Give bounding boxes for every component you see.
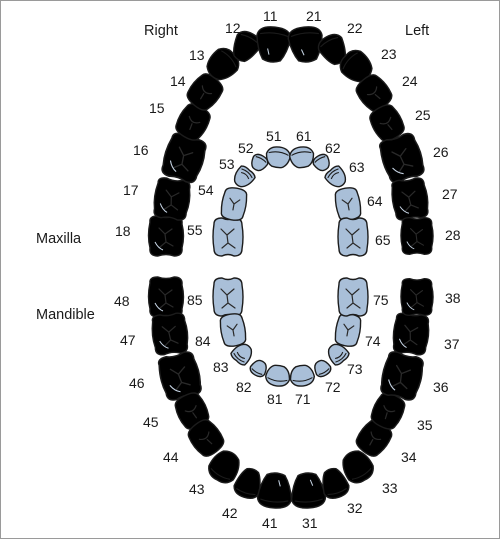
tooth-54[interactable] xyxy=(219,186,248,222)
label-21: 21 xyxy=(306,8,322,24)
label-34: 34 xyxy=(401,449,417,465)
tooth-27[interactable] xyxy=(390,177,430,221)
label-12: 12 xyxy=(225,20,241,36)
label-55: 55 xyxy=(187,222,203,238)
label-74: 74 xyxy=(365,333,381,349)
label-37: 37 xyxy=(444,336,460,352)
label-23: 23 xyxy=(381,46,397,62)
tooth-11[interactable] xyxy=(254,25,291,63)
label-14: 14 xyxy=(170,73,186,89)
maxilla-label: Maxilla xyxy=(36,231,82,247)
mandible-label: Mandible xyxy=(36,307,95,323)
tooth-31[interactable] xyxy=(290,472,326,509)
label-71: 71 xyxy=(295,391,311,407)
label-63: 63 xyxy=(349,159,365,175)
left-label: Left xyxy=(405,23,429,39)
label-73: 73 xyxy=(347,361,363,377)
tooth-65[interactable] xyxy=(338,218,368,256)
label-46: 46 xyxy=(129,375,145,391)
label-13: 13 xyxy=(189,47,205,63)
tooth-28[interactable] xyxy=(401,218,433,255)
label-42: 42 xyxy=(222,505,238,521)
label-16: 16 xyxy=(133,142,149,158)
label-85: 85 xyxy=(187,292,203,308)
tooth-61[interactable] xyxy=(289,145,316,169)
label-25: 25 xyxy=(415,107,431,123)
label-84: 84 xyxy=(195,333,211,349)
label-53: 53 xyxy=(219,156,235,172)
label-15: 15 xyxy=(149,100,165,116)
label-72: 72 xyxy=(325,379,341,395)
tooth-18[interactable] xyxy=(149,216,184,256)
label-62: 62 xyxy=(325,140,341,156)
label-65: 65 xyxy=(375,232,391,248)
label-27: 27 xyxy=(442,186,458,202)
tooth-16[interactable] xyxy=(159,131,209,185)
label-31: 31 xyxy=(302,515,318,531)
label-24: 24 xyxy=(402,73,418,89)
tooth-84[interactable] xyxy=(218,312,247,348)
label-26: 26 xyxy=(433,144,449,160)
tooth-85[interactable] xyxy=(213,278,243,316)
label-52: 52 xyxy=(238,140,254,156)
tooth-71[interactable] xyxy=(289,364,316,388)
label-48: 48 xyxy=(114,293,130,309)
tooth-64[interactable] xyxy=(333,186,362,222)
tooth-17[interactable] xyxy=(152,177,192,221)
tooth-48[interactable] xyxy=(149,277,184,317)
label-82: 82 xyxy=(236,379,252,395)
tooth-37[interactable] xyxy=(392,312,431,355)
label-43: 43 xyxy=(189,481,205,497)
label-41: 41 xyxy=(262,515,278,531)
tooth-74[interactable] xyxy=(333,312,362,348)
label-51: 51 xyxy=(266,128,282,144)
label-32: 32 xyxy=(347,500,363,516)
label-33: 33 xyxy=(382,480,398,496)
label-17: 17 xyxy=(123,182,139,198)
label-83: 83 xyxy=(213,359,229,375)
label-75: 75 xyxy=(373,292,389,308)
label-64: 64 xyxy=(367,193,383,209)
tooth-51[interactable] xyxy=(265,145,292,169)
label-45: 45 xyxy=(143,414,159,430)
tooth-75[interactable] xyxy=(338,278,368,316)
tooth-55[interactable] xyxy=(213,218,243,256)
label-47: 47 xyxy=(120,332,136,348)
label-81: 81 xyxy=(267,391,283,407)
tooth-47[interactable] xyxy=(151,312,190,355)
label-35: 35 xyxy=(417,417,433,433)
tooth-36[interactable] xyxy=(378,350,426,402)
label-36: 36 xyxy=(433,379,449,395)
tooth-81[interactable] xyxy=(265,364,292,388)
label-54: 54 xyxy=(198,182,214,198)
label-28: 28 xyxy=(445,227,461,243)
label-18: 18 xyxy=(115,223,131,239)
label-38: 38 xyxy=(445,290,461,306)
right-label: Right xyxy=(144,23,178,39)
label-22: 22 xyxy=(347,20,363,36)
label-61: 61 xyxy=(296,128,312,144)
label-44: 44 xyxy=(163,449,179,465)
tooth-38[interactable] xyxy=(401,279,433,316)
label-11: 11 xyxy=(263,8,278,24)
tooth-41[interactable] xyxy=(257,472,293,509)
